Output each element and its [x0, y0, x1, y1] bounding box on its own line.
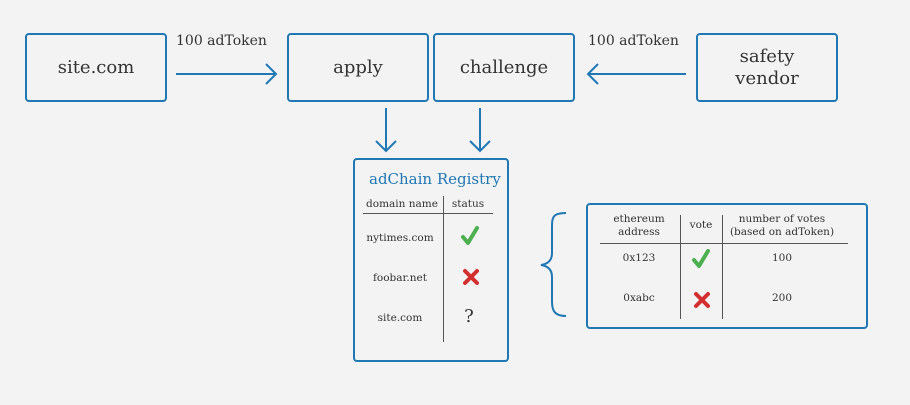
arrowhead-vendor-to-challenge	[586, 63, 599, 85]
votes-header-count-line2: (based on adToken)	[729, 226, 835, 238]
votes-panel: ethereum address vote number of votes (b…	[586, 203, 868, 329]
edge-label-right: 100 adToken	[588, 33, 679, 49]
votes-column-divider-1	[680, 215, 681, 319]
node-challenge: challenge	[433, 33, 575, 102]
votes-column-divider-2	[722, 215, 723, 319]
cross-icon	[694, 292, 710, 308]
registry-panel: adChain Registry domain name status nyti…	[353, 158, 509, 362]
arrowhead-challenge-to-registry	[469, 140, 491, 153]
votes-row-count: 200	[771, 292, 793, 304]
votes-header-address-line1: ethereum	[613, 213, 665, 225]
node-safety-label-line1: safety	[739, 45, 795, 67]
node-site-label: site.com	[57, 56, 135, 78]
node-safety-label-line2: vendor	[735, 67, 799, 89]
votes-header-vote: vote	[689, 219, 713, 231]
registry-row-domain: nytimes.com	[366, 232, 434, 244]
votes-header-address: ethereum address	[598, 213, 680, 239]
votes-header-count: number of votes (based on adToken)	[724, 213, 840, 239]
votes-header-count-line1: number of votes	[738, 213, 826, 225]
node-safety-vendor: safety vendor	[696, 33, 838, 102]
cross-icon	[463, 269, 479, 285]
registry-header-domain: domain name	[366, 198, 438, 210]
arrowhead-site-to-apply	[265, 63, 278, 85]
votes-row-count: 100	[771, 252, 793, 264]
arrowhead-apply-to-registry	[375, 140, 397, 153]
votes-row-address: 0xabc	[623, 292, 655, 304]
node-apply: apply	[287, 33, 429, 102]
curly-brace	[540, 212, 567, 317]
check-icon	[461, 226, 479, 245]
node-challenge-label: challenge	[459, 56, 549, 78]
votes-header-address-line2: address	[618, 226, 660, 238]
votes-row-address: 0x123	[622, 252, 656, 264]
registry-column-divider	[443, 196, 444, 342]
registry-row-domain: site.com	[377, 312, 423, 324]
registry-row-domain: foobar.net	[373, 272, 427, 284]
check-icon	[692, 249, 710, 268]
registry-header-divider	[363, 213, 493, 214]
votes-header-divider	[600, 243, 848, 244]
registry-title: adChain Registry	[369, 170, 501, 188]
node-apply-label: apply	[333, 56, 383, 78]
registry-row-status-unknown: ?	[464, 306, 474, 327]
registry-header-status: status	[451, 198, 485, 210]
edge-label-left: 100 adToken	[176, 33, 267, 49]
node-site: site.com	[25, 33, 167, 102]
